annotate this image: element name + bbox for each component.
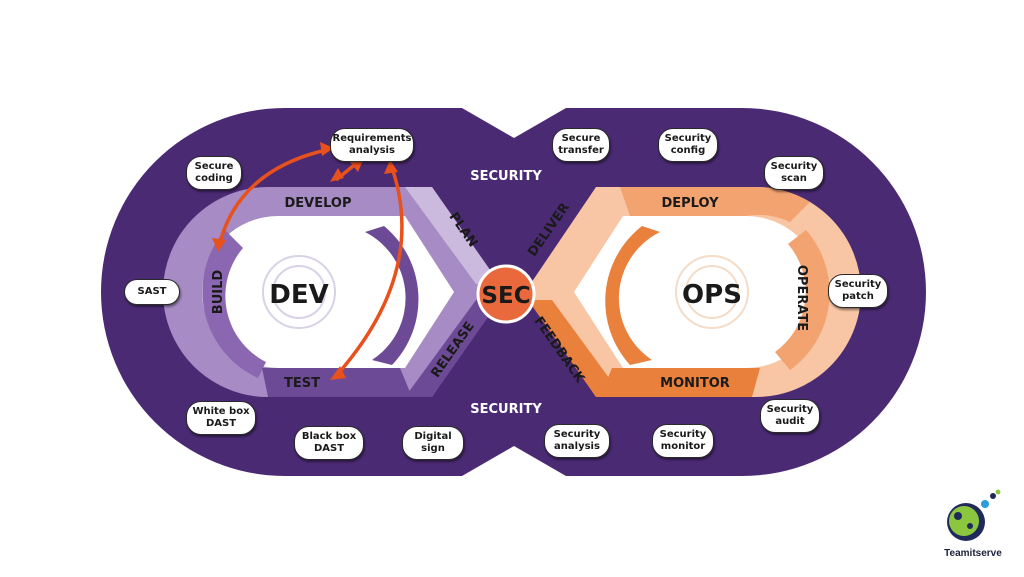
security-monitor-label: Security monitor: [659, 429, 707, 452]
black-box-dast-pill: Black box DAST: [294, 426, 364, 460]
security-config-label: Security config: [664, 133, 712, 156]
sec-label: SEC: [481, 283, 530, 309]
white-box-dast-pill: White box DAST: [186, 401, 256, 435]
security-config-pill: Security config: [658, 128, 718, 162]
dev-segment-release: [405, 300, 500, 397]
ops-segment-deploy: [620, 187, 810, 222]
ops-segment-feedback: [528, 300, 623, 397]
secure-coding-label: Secure coding: [194, 161, 234, 184]
security-monitor-pill: Security monitor: [652, 424, 714, 458]
stage-deploy: DEPLOY: [661, 196, 719, 211]
dev-segment-test: [262, 368, 412, 397]
security-bottom-label: SECURITY: [470, 402, 542, 417]
dev-inner: [202, 216, 454, 368]
secure-transfer-pill: Secure transfer: [552, 128, 610, 162]
requirements-analysis-pill: Requirements analysis: [330, 128, 414, 162]
dev-segment-plan: [405, 187, 500, 284]
security-patch-pill: Security patch: [828, 274, 888, 308]
stage-monitor: MONITOR: [660, 376, 730, 391]
digital-sign-pill: Digital sign: [402, 426, 464, 460]
stage-develop: DEVELOP: [284, 196, 351, 211]
security-patch-label: Security patch: [834, 279, 882, 302]
security-analysis-pill: Security analysis: [544, 424, 610, 458]
sec-circle: [476, 264, 536, 324]
security-audit-pill: Security audit: [760, 399, 820, 433]
sast-pill: SAST: [124, 279, 180, 305]
sast-label: SAST: [137, 286, 167, 297]
ops-inner: [574, 216, 822, 368]
digital-sign-label: Digital sign: [414, 431, 452, 454]
secure-coding-pill: Secure coding: [186, 156, 242, 190]
security-scan-pill: Security scan: [764, 156, 824, 190]
ops-segment-monitor: [600, 368, 760, 397]
logo-mark-icon: [947, 489, 1001, 541]
ops-gear-icon: [675, 255, 749, 329]
teamitserve-logo: Teamitserve: [938, 488, 1008, 568]
stage-test: TEST: [284, 376, 320, 391]
security-scan-label: Security scan: [770, 161, 818, 184]
security-audit-label: Security audit: [766, 404, 814, 427]
logo-text: Teamitserve: [944, 548, 1002, 559]
dev-inner-arc: [365, 226, 419, 365]
ops-segment-operate: [775, 230, 830, 370]
requirements-analysis-label: Requirements analysis: [332, 133, 412, 156]
ops-title: OPS: [682, 280, 742, 310]
stage-build: BUILD: [211, 270, 226, 315]
black-box-dast-label: Black box DAST: [301, 431, 357, 454]
white-box-dast-label: White box DAST: [192, 406, 250, 429]
dev-gear-icon: [262, 255, 336, 329]
security-analysis-label: Security analysis: [553, 429, 601, 452]
ops-inner-arc: [605, 226, 660, 365]
secure-transfer-label: Secure transfer: [558, 133, 604, 156]
stage-operate: OPERATE: [794, 265, 809, 331]
dev-title: DEV: [269, 280, 328, 310]
security-top-label: SECURITY: [470, 169, 542, 184]
dev-segment-build: [202, 230, 266, 378]
